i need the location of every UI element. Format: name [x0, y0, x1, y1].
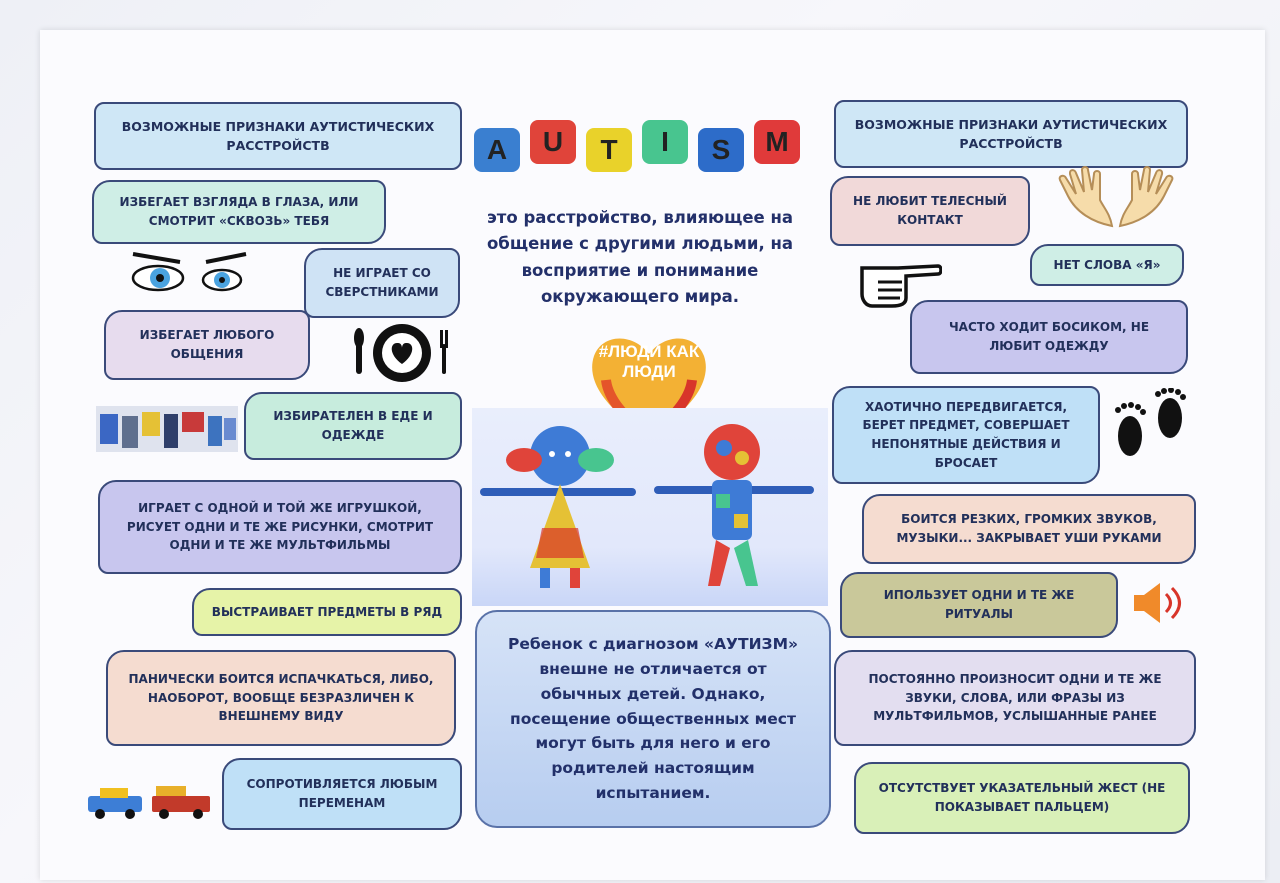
autism-info-card: Ребенок с диагнозом «АУТИЗМ» внешне не о… [475, 610, 831, 828]
puzzle-piece-u: U [530, 120, 576, 164]
toy-cars-icon [86, 784, 216, 820]
left-item-peers: Не играет со сверстниками [304, 248, 460, 318]
heart-text: #ЛЮДИ КАК ЛЮДИ [598, 342, 700, 382]
right-header: Возможные признаки аутистических расстро… [834, 100, 1188, 168]
right-item-repeats: Постоянно произносит одни и те же звуки,… [834, 650, 1196, 746]
left-header: Возможные признаки аутистических расстро… [94, 102, 462, 170]
autism-intro: это расстройство, влияющее на общение с … [486, 208, 794, 307]
footprints-icon [1108, 387, 1192, 462]
puzzle-piece-a: A [474, 128, 520, 172]
right-item-contact: Не любит телесный контакт [830, 176, 1030, 246]
puzzle-piece-m: M [754, 120, 800, 164]
puzzle-piece-t: T [586, 128, 632, 172]
hands-icon [1054, 166, 1178, 230]
eyes-icon [128, 246, 248, 298]
plate-icon [352, 322, 452, 384]
right-item-sounds: Боится резких, громких звуков, музыки...… [862, 494, 1196, 564]
clothes-icon [96, 406, 238, 452]
left-item-dirt: Панически боится испачкаться, либо, наоб… [106, 650, 456, 746]
right-item-barefoot: Часто ходит босиком, не любит одежду [910, 300, 1188, 374]
left-item-food-clothes: Избирателен в еде и одежде [244, 392, 462, 460]
puzzle-piece-s: S [698, 128, 744, 172]
right-item-chaotic: Хаотично передвигается, берет предмет, с… [832, 386, 1100, 484]
left-item-eye-contact: Избегает взгляда в глаза, или смотрит «с… [92, 180, 386, 244]
left-item-changes: Сопротивляется любым переменам [222, 758, 462, 830]
left-item-row: Выстраивает предметы в ряд [192, 588, 462, 636]
speaker-icon [1132, 580, 1186, 626]
left-item-same-toy: Играет с одной и той же игрушкой, рисует… [98, 480, 462, 574]
puzzle-piece-i: I [642, 120, 688, 164]
pointing-hand-icon [858, 254, 943, 308]
right-item-pointing: Отсутствует указательный жест (не показы… [854, 762, 1190, 834]
right-item-no-i: Нет слова «Я» [1030, 244, 1184, 286]
left-item-communication: Избегает любого общения [104, 310, 310, 380]
children-illustration [472, 408, 828, 606]
right-item-rituals: Ипользует одни и те же ритуалы [840, 572, 1118, 638]
